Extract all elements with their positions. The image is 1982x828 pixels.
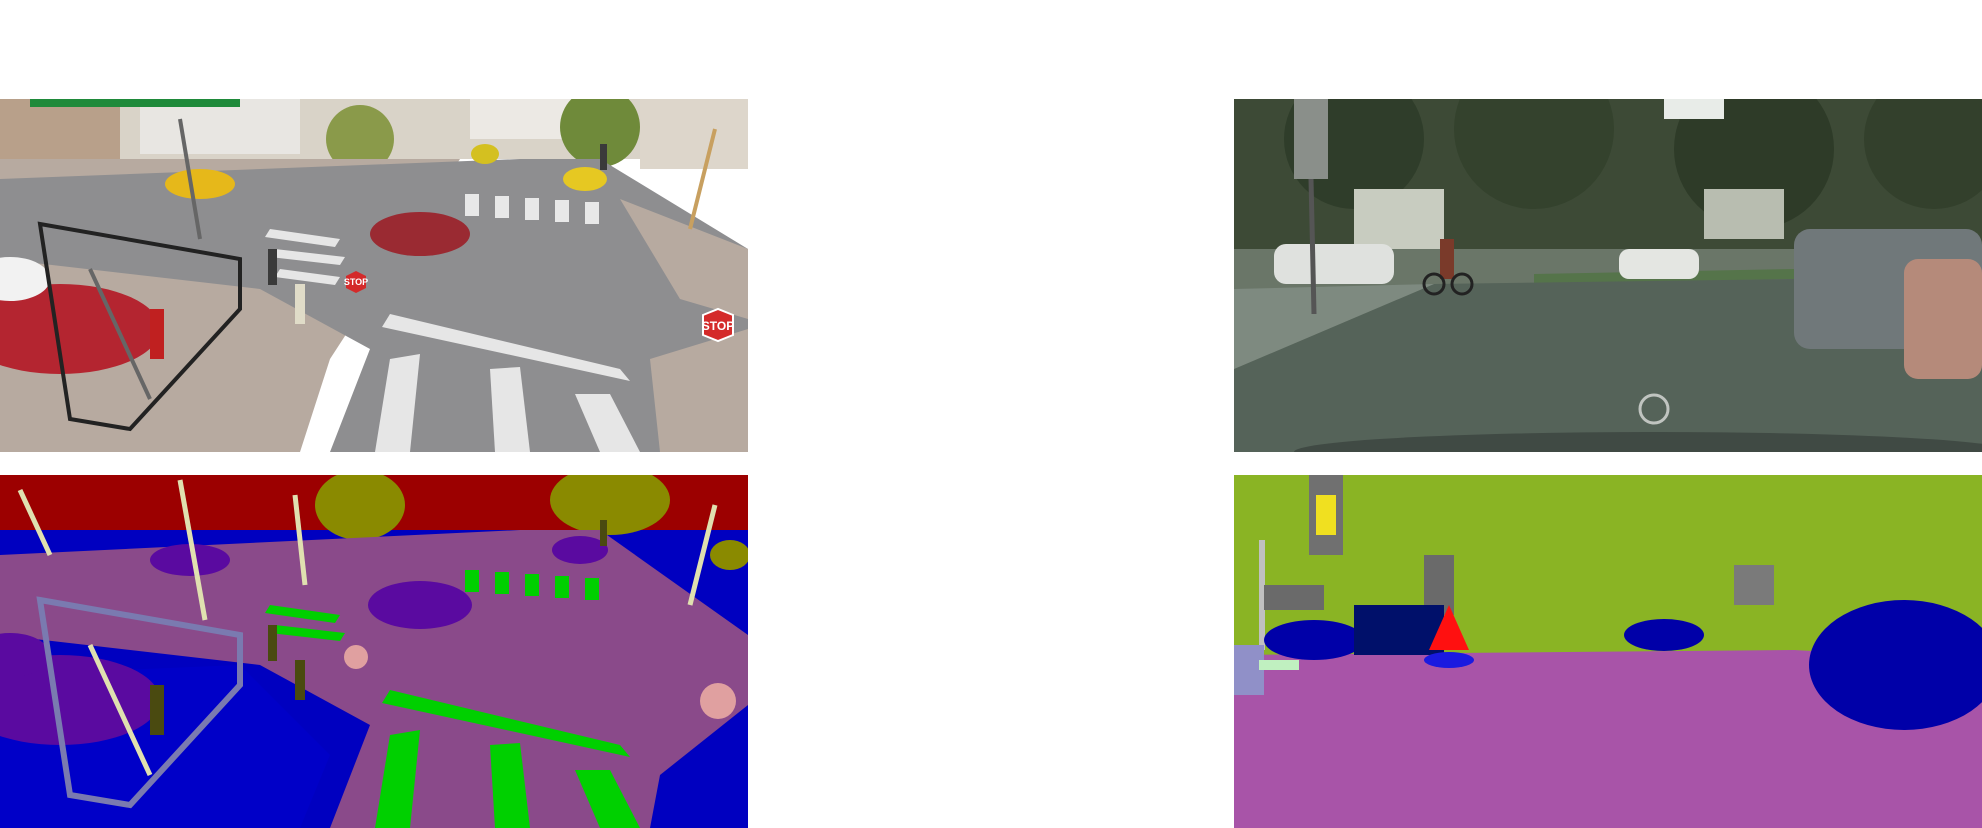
synthetic-street-image: STOP STOP xyxy=(0,99,748,452)
stop-sign-large: STOP xyxy=(702,307,734,343)
real-segmentation-map xyxy=(1234,475,1982,828)
stop-sign-small: STOP xyxy=(344,271,368,293)
real-street-image xyxy=(1234,99,1982,452)
synthetic-segmentation-map xyxy=(0,475,748,828)
svg-text:STOP: STOP xyxy=(702,319,734,333)
svg-text:STOP: STOP xyxy=(344,277,368,287)
